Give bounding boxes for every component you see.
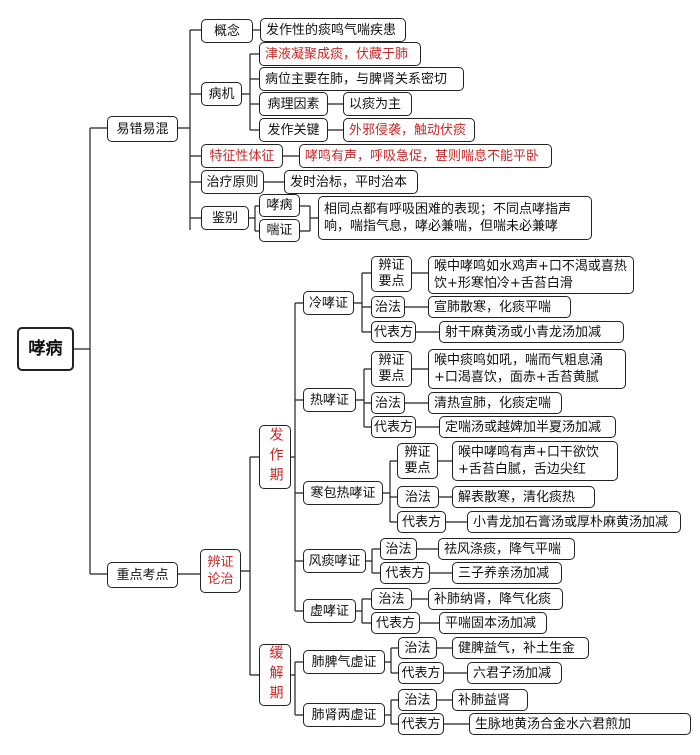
bingji-item-4-label: 发作关键 — [259, 118, 328, 142]
phase-huanjie: 缓解期 — [259, 644, 291, 706]
feipi-zf: 健脾益气，补土生金 — [452, 637, 589, 659]
fengtan-db-label: 代表方 — [380, 562, 430, 584]
bingji-item-3-label: 病理因素 — [259, 92, 328, 116]
fengtan-zf: 祛风涤痰，降气平喘 — [438, 538, 575, 560]
leng-zf: 宣肺散寒，化痰平喘 — [428, 296, 571, 318]
xu-zf-label: 治法 — [371, 588, 412, 610]
syndrome-fengtan: 风痰哮证 — [303, 549, 366, 573]
root-node: 哮病 — [17, 327, 74, 371]
hanbao-zf: 解表散寒，清化痰热 — [452, 486, 595, 508]
jianbie-a: 哮病 — [259, 194, 300, 217]
feishen-db: 生脉地黄汤合金水六君煎加 — [469, 713, 691, 735]
syndrome-feipi: 肺脾气虚证 — [303, 650, 385, 674]
leng-db: 射干麻黄汤或小青龙汤加减 — [439, 321, 624, 343]
hanbao-yd-label: 辨证 要点 — [397, 443, 438, 479]
node-bianzheng: 辨证论治 — [200, 549, 241, 593]
syndrome-hanbao: 寒包热哮证 — [303, 481, 383, 505]
jianbie-b: 喘证 — [259, 219, 300, 242]
feishen-db-label: 代表方 — [398, 713, 444, 735]
bingji-item-3-text: 以痰为主 — [343, 92, 412, 116]
text-gainian: 发作性的痰鸣气喘疾患 — [260, 18, 406, 42]
hanbao-yd: 喉中哮鸣有声+口干欲饮+舌苔白腻，舌边尖红 — [452, 441, 618, 481]
syndrome-feishen: 肺肾两虚证 — [303, 703, 385, 727]
feishen-zf: 补肺益肾 — [452, 689, 528, 711]
leng-zf-label: 治法 — [371, 296, 405, 318]
xu-zf: 补肺纳肾，降气化痰 — [428, 588, 563, 610]
branch-yicuo: 易错易混 — [107, 116, 178, 142]
leng-yd-label: 辨证 要点 — [371, 256, 412, 292]
fengtan-zf-label: 治法 — [380, 538, 417, 560]
bingji-item-4-text: 外邪侵袭，触动伏痰 — [343, 118, 475, 142]
hanbao-db-label: 代表方 — [397, 511, 446, 533]
node-zhiliao: 治疗原则 — [201, 170, 264, 194]
feishen-zf-label: 治法 — [398, 689, 437, 711]
bingji-item-2: 病位主要在肺，与脾肾关系密切 — [259, 67, 464, 91]
syndrome-xu: 虚哮证 — [303, 599, 356, 623]
node-bingji: 病机 — [201, 82, 242, 106]
re-db: 定喘汤或越婢加半夏汤加减 — [439, 416, 616, 438]
re-zf-label: 治法 — [371, 392, 405, 414]
leng-yd: 喉中哮鸣如水鸡声+口不渴或喜热饮+形寒怕冷+舌苔白滑 — [428, 256, 634, 294]
syndrome-leng: 冷哮证 — [303, 291, 354, 315]
text-jianbie: 相同点都有呼吸困难的表现；不同点哮指声响，喘指气息，哮必兼喘，但喘未必兼哮 — [318, 196, 592, 240]
xu-db-label: 代表方 — [371, 612, 420, 634]
node-jianbie: 鉴别 — [201, 206, 249, 230]
feipi-db-label: 代表方 — [398, 662, 444, 684]
feipi-zf-label: 治法 — [398, 637, 437, 659]
re-db-label: 代表方 — [371, 416, 416, 438]
syndrome-re: 热哮证 — [303, 388, 356, 412]
hanbao-db: 小青龙加石膏汤或厚朴麻黄汤加减 — [467, 511, 681, 533]
leng-db-label: 代表方 — [371, 321, 416, 343]
text-tezheng: 哮鸣有声，呼吸急促，甚则喘息不能平卧 — [299, 144, 552, 168]
xu-db: 平喘固本汤加减 — [439, 612, 547, 634]
re-yd: 喉中痰鸣如吼，喘而气粗息涌+口渴喜饮，面赤+舌苔黄腻 — [428, 349, 626, 389]
branch-zhongdian: 重点考点 — [107, 562, 178, 588]
phase-fazuo: 发作期 — [259, 425, 291, 489]
feipi-db: 六君子汤加减 — [467, 662, 562, 684]
hanbao-zf-label: 治法 — [397, 486, 439, 508]
fengtan-db: 三子养亲汤加减 — [452, 562, 562, 584]
node-gainian: 概念 — [201, 19, 253, 43]
node-tezheng: 特征性体征 — [201, 144, 283, 168]
bingji-item-1: 津液凝聚成痰，伏藏于肺 — [259, 42, 421, 66]
re-yd-label: 辨证 要点 — [371, 351, 412, 387]
re-zf: 清热宣肺，化痰定喘 — [428, 392, 562, 414]
text-zhiliao: 发时治标，平时治本 — [284, 170, 418, 194]
